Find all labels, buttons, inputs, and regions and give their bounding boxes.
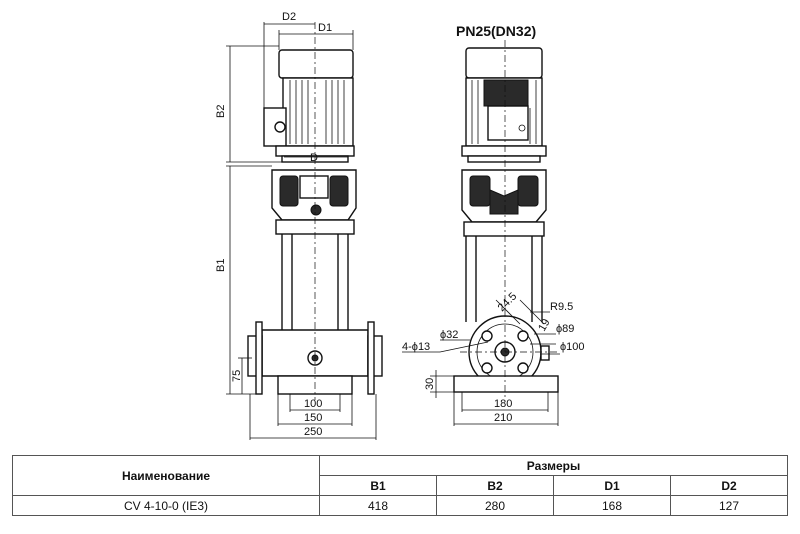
name-header: Наименование [12, 455, 320, 496]
dim-100-label: 100 [304, 398, 322, 410]
dim-24-5-label: 24.5 [496, 290, 520, 314]
dim-holes-label: 4-ϕ13 [402, 341, 430, 353]
dim-d-label: D [310, 152, 318, 164]
dim-b1-label: B1 [215, 259, 227, 272]
table-row: CV 4-10-0 (IE3) 418 280 168 127 [12, 495, 788, 516]
dim-phi89-label: ϕ89 [556, 323, 574, 335]
technical-drawing: D2 D1 D B2 B1 75 100 150 250 PN25(DN32) [215, 11, 585, 440]
specs-table: Наименование Размеры B1 B2 D1 D2 CV 4-10… [12, 455, 788, 516]
dim-30-label: 30 [424, 378, 436, 390]
dim-75-label: 75 [231, 370, 243, 382]
dim-19-label: 19 [536, 317, 553, 334]
drawing-title: PN25(DN32) [456, 23, 536, 39]
dim-r9-5-label: R9.5 [550, 301, 573, 313]
column-header-d2: D2 [670, 475, 788, 496]
dim-d1-label: D1 [318, 22, 332, 34]
value-cell-b2: 280 [436, 495, 554, 516]
column-header-b2: B2 [436, 475, 554, 496]
sizes-header: Размеры [319, 455, 788, 476]
dim-210-label: 210 [494, 412, 512, 424]
front-view: D2 D1 D B2 B1 75 100 150 250 [215, 11, 383, 440]
value-cell-d2: 127 [670, 495, 788, 516]
row-name-cell: CV 4-10-0 (IE3) [12, 495, 320, 516]
side-view: PN25(DN32) [402, 23, 585, 426]
column-header-b1: B1 [319, 475, 437, 496]
dim-150-label: 150 [304, 412, 322, 424]
column-header-d1: D1 [553, 475, 671, 496]
dim-phi100-label: ϕ100 [560, 341, 585, 353]
value-cell-d1: 168 [553, 495, 671, 516]
table-header-row: Наименование Размеры [12, 455, 788, 496]
dim-b2-label: B2 [215, 105, 227, 118]
value-cell-b1: 418 [319, 495, 437, 516]
dim-250-label: 250 [304, 426, 322, 438]
dim-180-label: 180 [494, 398, 512, 410]
dim-phi32-label: ϕ32 [440, 329, 458, 341]
dim-d2-label: D2 [282, 11, 296, 23]
